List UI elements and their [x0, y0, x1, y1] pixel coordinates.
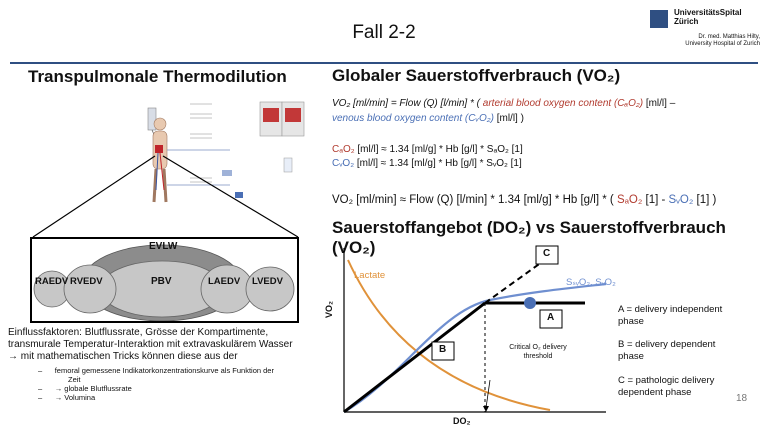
logo-subtitle: Dr. med. Matthias Hilty, University Hosp… — [674, 34, 760, 48]
label-pbv: PBV — [151, 276, 172, 287]
title-divider — [10, 62, 758, 64]
eq3-part1: VO₂ [ml/min] ≈ Flow (Q) [l/min] * 1.34 [… — [332, 194, 614, 206]
legend-a-line2: phase — [618, 316, 644, 327]
left-body-text: Einflussfaktoren: Blutflussrate, Grösse … — [8, 327, 328, 363]
left-bullet-list: – femoral gemessene Indikatorkonzentrati… — [38, 366, 274, 402]
region-c-label: C — [543, 248, 551, 259]
left-text-line2: transmurale Temperatur-Interaktion mit e… — [8, 339, 293, 350]
legend-c-line1: C = pathologic delivery — [618, 375, 715, 386]
bullet-item: – → globale Blutflussrate — [38, 384, 132, 393]
bullet-text: → globale Blutflussrate — [54, 384, 132, 393]
threshold-arrowhead — [483, 406, 489, 412]
svo2-label: SₛᵥO₂, SᵥO₂ — [566, 277, 616, 288]
left-text-line3: → mit mathematischen Tricks können diese… — [8, 351, 238, 362]
eq1-part3: [ml/l] – — [645, 98, 676, 109]
pathologic-dashed-line — [484, 261, 543, 304]
label-laedv: LAEDV — [208, 276, 241, 287]
page-number: 18 — [736, 393, 748, 404]
eq1-arterial: arterial blood oxygen content (CₐO₂) — [482, 98, 644, 109]
legend-a: A = delivery independent phase — [618, 304, 758, 328]
critical-label-line2: threshold — [523, 353, 553, 360]
heading-do2-vs-vo2: Sauerstoffangebot (DO₂) vs Sauerstoffver… — [332, 218, 726, 257]
legend-b: B = delivery dependent phase — [618, 339, 758, 363]
eq1-line2-tail: [ml/l] ) — [496, 113, 524, 124]
thermodilution-setup-illustration — [147, 101, 305, 203]
cvo2-symbol: CᵥO₂ — [332, 158, 355, 169]
lactate-label: Lactate — [354, 270, 386, 281]
logo-sub-line2: University Hospital of Zurich — [685, 41, 760, 47]
logo-name: UniversitätsSpital Zürich — [674, 8, 742, 26]
eq3-svo2: SᵥO₂ — [668, 194, 694, 206]
legend-c: C = pathologic delivery dependent phase — [618, 375, 758, 399]
legend-a-line1: A = delivery independent — [618, 304, 723, 315]
heading-global-vo2: Globaler Sauerstoffverbrauch (VO₂) — [332, 66, 621, 85]
eq3-sao2: SₐO₂ — [616, 194, 643, 206]
region-a-box — [539, 309, 563, 329]
region-b-label: B — [439, 344, 447, 355]
region-c-box — [535, 245, 559, 265]
legend-b-line2: phase — [618, 351, 644, 362]
cao2-formula: [ml/l] ≈ 1.34 [ml/g] * Hb [g/l] * SₐO₂ [… — [357, 144, 523, 155]
threshold-pointer — [485, 379, 491, 409]
equation-vo2-line2: venous blood oxygen content (CᵥO₂) [ml/l… — [332, 112, 524, 125]
eq1-venous: venous blood oxygen content (CᵥO₂) — [332, 113, 494, 124]
eq3-mid: [1] - — [645, 194, 666, 206]
bullet-continuation: Zeit — [68, 375, 81, 384]
equation-cvo2: CᵥO₂ [ml/l] ≈ 1.34 [ml/g] * Hb [g/l] * S… — [332, 157, 522, 170]
bullet-text: femoral gemessene Indikatorkonzentration… — [54, 366, 274, 375]
equation-cao2: CₐO₂ [ml/l] ≈ 1.34 [ml/g] * Hb [g/l] * S… — [332, 143, 523, 156]
eq3-end: [1] ) — [696, 194, 717, 206]
do2-vo2-chart — [343, 245, 607, 414]
label-evlw: EVLW — [149, 241, 178, 252]
compartment-diagram: EVLW RAEDV RVEDV PBV LAEDV LVEDV — [30, 237, 299, 323]
bullet-item: – → Volumina — [38, 393, 96, 402]
left-heading: Transpulmonale Thermodilution — [28, 67, 287, 86]
bullet-item: – femoral gemessene Indikatorkonzentrati… — [38, 366, 274, 375]
logo-sub-line1: Dr. med. Matthias Hilty, — [698, 34, 760, 40]
bullet-text: → Volumina — [54, 393, 96, 402]
label-raedv: RAEDV — [35, 276, 69, 287]
equation-vo2-approx: VO₂ [ml/min] ≈ Flow (Q) [l/min] * 1.34 [… — [332, 194, 716, 206]
equation-vo2-line1: VO₂ [ml/min] = Flow (Q) [l/min] * ( arte… — [332, 97, 675, 110]
x-axis-label: DO₂ — [453, 416, 471, 426]
logo-name-line2: Zürich — [674, 17, 699, 26]
region-b-box — [431, 341, 455, 361]
critical-threshold-label: Critical O₂ delivery threshold — [493, 343, 583, 361]
legend-b-line1: B = delivery dependent — [618, 339, 716, 350]
cao2-symbol: CₐO₂ — [332, 144, 355, 155]
logo-name-line1: UniversitätsSpital — [674, 8, 742, 17]
operating-point-dot — [524, 297, 536, 309]
cvo2-formula: [ml/l] ≈ 1.34 [ml/g] * Hb [g/l] * SᵥO₂ [… — [356, 158, 522, 169]
vo2-dependent-line — [343, 301, 486, 414]
label-rvedv: RVEDV — [70, 276, 103, 287]
region-a-label: A — [547, 312, 555, 323]
hospital-crest-icon — [650, 10, 668, 28]
legend-c-line2: dependent phase — [618, 387, 692, 398]
y-axis-label: VO₂ — [324, 300, 334, 318]
slide-title: Fall 2-2 — [352, 22, 416, 43]
label-lvedv: LVEDV — [252, 276, 283, 287]
left-text-line1: Einflussfaktoren: Blutflussrate, Grösse … — [8, 327, 269, 338]
hospital-logo: UniversitätsSpital Zürich Dr. med. Matth… — [650, 8, 762, 52]
critical-label-line1: Critical O₂ delivery — [509, 344, 567, 351]
eq1-part1: VO₂ [ml/min] = Flow (Q) [l/min] * ( — [332, 98, 480, 109]
